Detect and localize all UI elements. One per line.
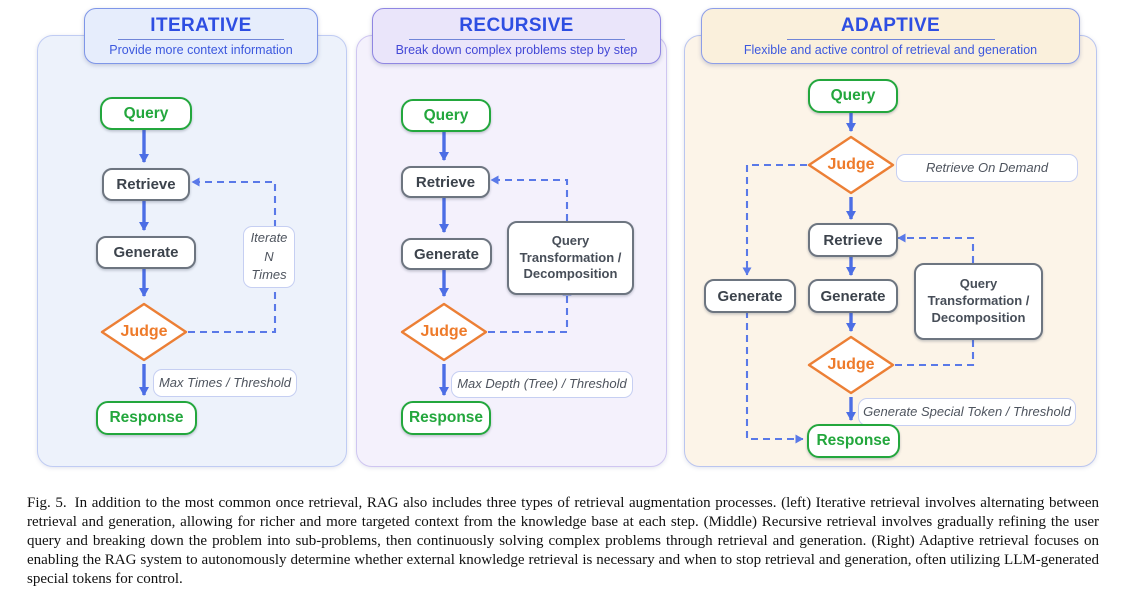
dashed-judge-generate-side bbox=[742, 163, 807, 276]
node-query: Query bbox=[100, 97, 192, 130]
panel-recursive: Query Retrieve Generate Judge Response Q… bbox=[356, 35, 667, 467]
panel-iterative: Query Retrieve Generate Judge Response I… bbox=[37, 35, 347, 467]
node-judge: Judge bbox=[400, 302, 488, 362]
dashed-judge2-transform bbox=[895, 331, 978, 367]
node-query-transformation: Query Transformation / Decomposition bbox=[914, 263, 1043, 340]
recursive-flow-arrows bbox=[439, 130, 572, 396]
node-generate: Generate bbox=[808, 279, 898, 313]
node-query: Query bbox=[808, 79, 898, 113]
dashed-transform-retrieve bbox=[897, 233, 975, 263]
panel-subtitle: Break down complex problems step by step bbox=[395, 43, 638, 57]
figure-caption-label: Fig. 5. bbox=[27, 495, 67, 511]
note-generate-special-token: Generate Special Token / Threshold bbox=[858, 398, 1076, 426]
panel-title: RECURSIVE bbox=[459, 15, 574, 36]
node-response: Response bbox=[401, 401, 491, 435]
judge-label: Judge bbox=[827, 156, 875, 173]
panel-subtitle: Flexible and active control of retrieval… bbox=[743, 43, 1038, 57]
adaptive-flow-arrows bbox=[742, 111, 978, 444]
judge-label: Judge bbox=[420, 323, 468, 340]
node-retrieve: Retrieve bbox=[808, 223, 898, 257]
title-underline bbox=[408, 39, 625, 40]
panel-adaptive: Query Judge Retrieve On Demand Retrieve … bbox=[684, 35, 1097, 467]
note-iterate-n-times: Iterate N Times bbox=[243, 226, 295, 288]
panel-subtitle: Provide more context information bbox=[109, 43, 293, 57]
dashed-judge-transform bbox=[488, 287, 572, 334]
judge-label: Judge bbox=[827, 356, 875, 373]
header-iterative: ITERATIVE Provide more context informati… bbox=[84, 8, 318, 64]
node-generate: Generate bbox=[96, 236, 196, 269]
figure-diagram: Query Retrieve Generate Judge Response I… bbox=[37, 8, 1097, 467]
node-response: Response bbox=[96, 401, 197, 435]
note-max-depth-threshold: Max Depth (Tree) / Threshold bbox=[451, 371, 633, 398]
node-judge: Judge bbox=[100, 302, 188, 362]
node-generate: Generate bbox=[401, 238, 492, 270]
node-retrieve: Retrieve bbox=[102, 168, 190, 201]
header-recursive: RECURSIVE Break down complex problems st… bbox=[372, 8, 661, 64]
figure-caption-text: In addition to the most common once retr… bbox=[27, 495, 1099, 587]
node-judge-top: Judge bbox=[807, 135, 895, 195]
title-underline bbox=[786, 39, 995, 40]
node-query-transformation: Query Transformation / Decomposition bbox=[507, 221, 634, 295]
judge-label: Judge bbox=[120, 323, 168, 340]
node-query: Query bbox=[401, 99, 491, 132]
node-retrieve: Retrieve bbox=[401, 166, 490, 198]
panel-title: ADAPTIVE bbox=[840, 15, 941, 36]
note-retrieve-on-demand: Retrieve On Demand bbox=[896, 154, 1078, 182]
figure-caption: Fig. 5.In addition to the most common on… bbox=[27, 494, 1099, 589]
node-judge-bottom: Judge bbox=[807, 335, 895, 395]
title-underline bbox=[118, 39, 284, 40]
panel-title: ITERATIVE bbox=[150, 15, 252, 36]
dashed-generate-side-response bbox=[745, 311, 804, 444]
node-response: Response bbox=[807, 424, 900, 458]
node-generate-side: Generate bbox=[704, 279, 796, 313]
dashed-transform-retrieve bbox=[490, 175, 569, 221]
header-adaptive: ADAPTIVE Flexible and active control of … bbox=[701, 8, 1080, 64]
note-max-times-threshold: Max Times / Threshold bbox=[153, 369, 297, 397]
